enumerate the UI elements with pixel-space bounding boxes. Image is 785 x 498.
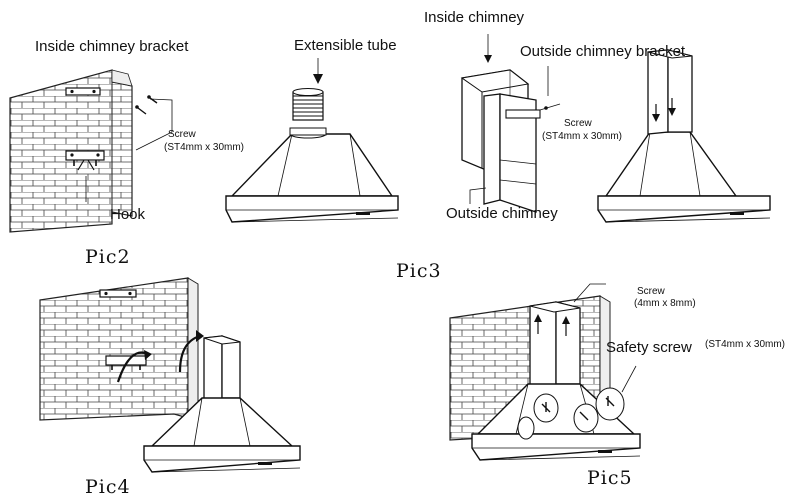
label-inside-chimney: Inside chimney <box>424 9 525 26</box>
pic5-safety-screw-callouts <box>517 365 637 440</box>
pic4-wall <box>39 277 204 421</box>
pic2-upper-bracket <box>65 87 101 96</box>
label-hook: Hook <box>110 206 146 223</box>
label-extensible-tube: Extensible tube <box>294 37 397 54</box>
installation-diagram: Inside chimney bracket Extensible tube I… <box>9 9 785 497</box>
pic3-outside-bracket <box>505 66 561 119</box>
pic4-hood <box>143 335 301 473</box>
caption-pic5: Pic5 <box>587 467 633 489</box>
label-screw-pic2: Screw <box>168 129 196 140</box>
pic2-screws <box>85 95 173 202</box>
pic3-hood <box>597 49 771 223</box>
label-outside-chimney-bracket: Outside chimney bracket <box>520 43 686 60</box>
diagram-drawing <box>9 34 771 473</box>
label-inside-chimney-bracket: Inside chimney bracket <box>35 38 189 55</box>
caption-pic3: Pic3 <box>396 260 442 282</box>
label-screw-spec-pic2: (ST4mm x 30mm) <box>164 142 244 153</box>
pic5-hood <box>471 283 641 461</box>
label-screw-spec-pic5: (4mm x 8mm) <box>634 298 696 309</box>
extensible-tube <box>292 58 324 121</box>
label-safety-screw: Safety screw <box>606 339 692 356</box>
label-screw-spec-pic3: (ST4mm x 30mm) <box>542 131 622 142</box>
caption-pic2: Pic2 <box>85 246 131 268</box>
pic3-outside-chimney <box>469 93 537 213</box>
label-screw-pic5: Screw <box>637 286 665 297</box>
pic2-hood <box>225 127 399 223</box>
label-screw-pic3: Screw <box>564 118 592 129</box>
label-outside-chimney: Outside chimney <box>446 205 558 222</box>
caption-pic4: Pic4 <box>85 476 131 498</box>
label-safety-screw-spec: (ST4mm x 30mm) <box>705 339 785 350</box>
pic2-hook-bracket <box>65 150 105 171</box>
